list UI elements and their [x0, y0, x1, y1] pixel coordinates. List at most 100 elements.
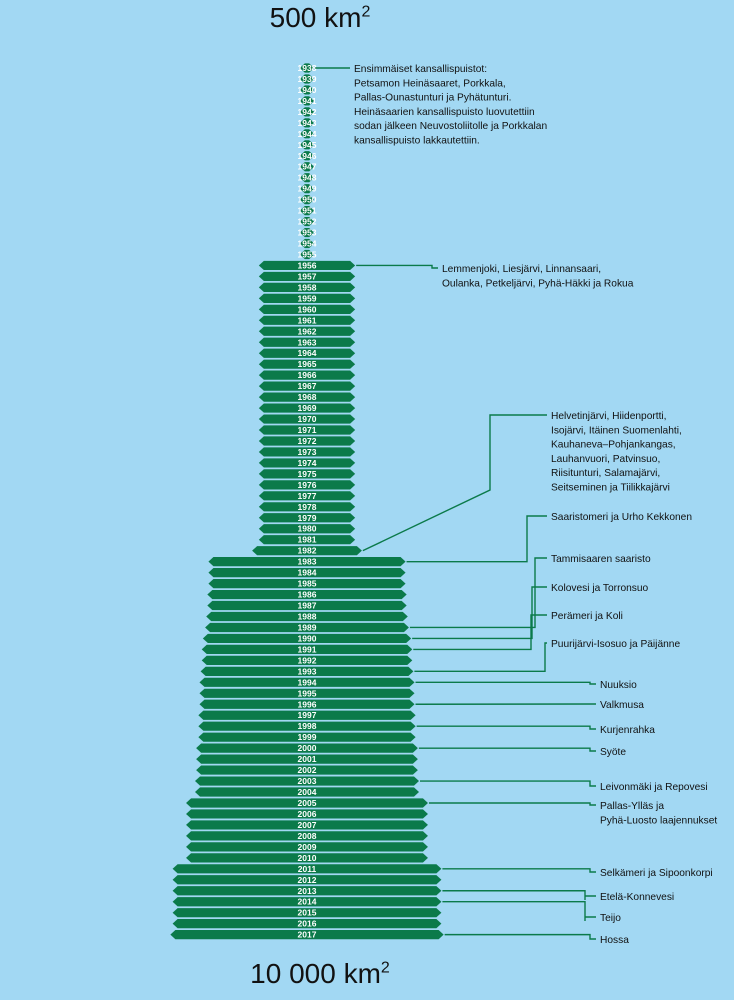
annotation-1998: Kurjenrahka — [600, 725, 655, 736]
bar-1986 — [207, 589, 407, 600]
bar-1981 — [258, 535, 356, 545]
year-label-1993: 1993 — [298, 666, 317, 676]
year-label-1954: 1954 — [298, 239, 317, 249]
year-label-1948: 1948 — [298, 173, 317, 183]
annotation-line: Isojärvi, Itäinen Suomenlahti, — [551, 425, 682, 436]
bar-1962 — [258, 326, 356, 336]
year-label-1951: 1951 — [298, 206, 317, 216]
annotation-line: sodan jälkeen Neuvostoliitolle ja Porkka… — [354, 121, 547, 132]
year-label-1942: 1942 — [298, 107, 317, 117]
leader-line-2011 — [442, 868, 596, 873]
bar-1964 — [258, 348, 356, 358]
year-label-2016: 2016 — [298, 919, 317, 929]
bar-1980 — [258, 524, 356, 534]
bar-1940 — [299, 85, 315, 95]
annotation-line: Kolovesi ja Torronsuo — [551, 583, 649, 594]
annotation-1994: Nuuksio — [600, 680, 637, 691]
leader-line-1990 — [412, 586, 547, 640]
bar-1954 — [299, 238, 315, 249]
bar-2010 — [186, 853, 428, 863]
leader-line-2005 — [428, 802, 596, 806]
bar-1945 — [299, 140, 315, 150]
bar-1956 — [258, 260, 356, 271]
annotations-group: Ensimmäiset kansallispuistot:Petsamon He… — [354, 64, 717, 946]
year-label-1987: 1987 — [298, 601, 317, 611]
year-label-1977: 1977 — [298, 491, 317, 501]
bar-1969 — [258, 403, 356, 413]
bar-1978 — [258, 502, 356, 512]
annotation-line: Pallas-Ounastunturi ja Pyhätunturi. — [354, 93, 511, 104]
year-label-1965: 1965 — [298, 359, 317, 369]
year-label-1962: 1962 — [298, 326, 317, 336]
annotation-line: Kurjenrahka — [600, 725, 655, 736]
bar-1990 — [202, 633, 412, 644]
bar-1944 — [299, 129, 315, 139]
annotation-2017: Hossa — [600, 935, 629, 946]
annotation-1996: Valkmusa — [600, 700, 644, 711]
bar-1950 — [299, 195, 315, 205]
year-label-1984: 1984 — [298, 568, 317, 578]
leader-line-2013 — [442, 890, 596, 900]
year-label-1972: 1972 — [298, 436, 317, 446]
bar-1982 — [252, 546, 362, 556]
leader-line-1993 — [414, 642, 547, 673]
annotation-line: Etelä-Konnevesi — [600, 892, 674, 903]
leader-line-1998 — [416, 725, 596, 730]
annotation-line: Perämeri ja Koli — [551, 611, 623, 622]
bar-1939 — [299, 74, 315, 84]
annotation-1989: Tammisaaren saaristo — [551, 554, 651, 565]
bar-2013 — [172, 886, 442, 896]
annotation-line: Saaristomeri ja Urho Kekkonen — [551, 512, 692, 523]
top-scale-label: 500 km2 — [0, 2, 640, 34]
annotation-1993: Puurijärvi-Isosuo ja Päijänne — [551, 639, 680, 650]
bar-1974 — [258, 458, 356, 468]
bar-2001 — [196, 754, 418, 764]
annotation-line: Tammisaaren saaristo — [551, 554, 651, 565]
year-label-1963: 1963 — [298, 337, 317, 347]
bar-1957 — [258, 271, 356, 282]
bar-1975 — [258, 469, 356, 479]
year-label-1981: 1981 — [298, 535, 317, 545]
annotation-line: Syöte — [600, 747, 626, 758]
bar-1976 — [258, 480, 356, 490]
annotation-line: Seitseminen ja Tiilikkajärvi — [551, 483, 670, 494]
bar-1952 — [299, 216, 315, 227]
bar-1941 — [299, 96, 315, 106]
year-label-1985: 1985 — [298, 579, 317, 589]
year-label-2009: 2009 — [298, 842, 317, 852]
year-label-1960: 1960 — [298, 304, 317, 314]
bar-2017 — [170, 930, 444, 940]
year-label-2002: 2002 — [298, 765, 317, 775]
annotation-line: Petsamon Heinäsaaret, Porkkala, — [354, 78, 506, 89]
year-label-2011: 2011 — [298, 864, 317, 874]
annotation-line: kansallispuisto lakkautettiin. — [354, 136, 480, 147]
annotation-line: Leivonmäki ja Repovesi — [600, 782, 708, 793]
bar-1996 — [199, 699, 415, 709]
leader-line-1994 — [415, 681, 596, 685]
bar-1951 — [299, 206, 315, 216]
bar-1983 — [208, 557, 406, 567]
year-label-1952: 1952 — [298, 217, 317, 227]
year-label-1944: 1944 — [298, 129, 317, 139]
year-label-2003: 2003 — [298, 776, 317, 786]
year-label-1945: 1945 — [298, 140, 317, 150]
year-label-1996: 1996 — [298, 699, 317, 709]
annotation-line: Heinäsaarien kansallispuisto luovutettii… — [354, 107, 535, 118]
year-label-1955: 1955 — [298, 249, 317, 259]
year-label-2014: 2014 — [298, 897, 317, 907]
year-label-1986: 1986 — [298, 590, 317, 600]
leader-line-2003 — [420, 780, 596, 787]
year-label-2015: 2015 — [298, 908, 317, 918]
annotation-line: Valkmusa — [600, 700, 644, 711]
bar-1970 — [258, 414, 356, 424]
annotation-1938: Ensimmäiset kansallispuistot:Petsamon He… — [354, 64, 547, 147]
bar-1977 — [258, 491, 356, 501]
year-label-1957: 1957 — [298, 271, 317, 281]
bar-1966 — [258, 370, 356, 380]
annotation-1982: Helvetinjärvi, Hiidenportti,Isojärvi, It… — [551, 411, 682, 494]
year-label-2006: 2006 — [298, 809, 317, 819]
bar-1965 — [258, 359, 356, 369]
bar-2002 — [196, 765, 418, 775]
bar-2012 — [172, 875, 442, 885]
annotation-line: Nuuksio — [600, 680, 637, 691]
